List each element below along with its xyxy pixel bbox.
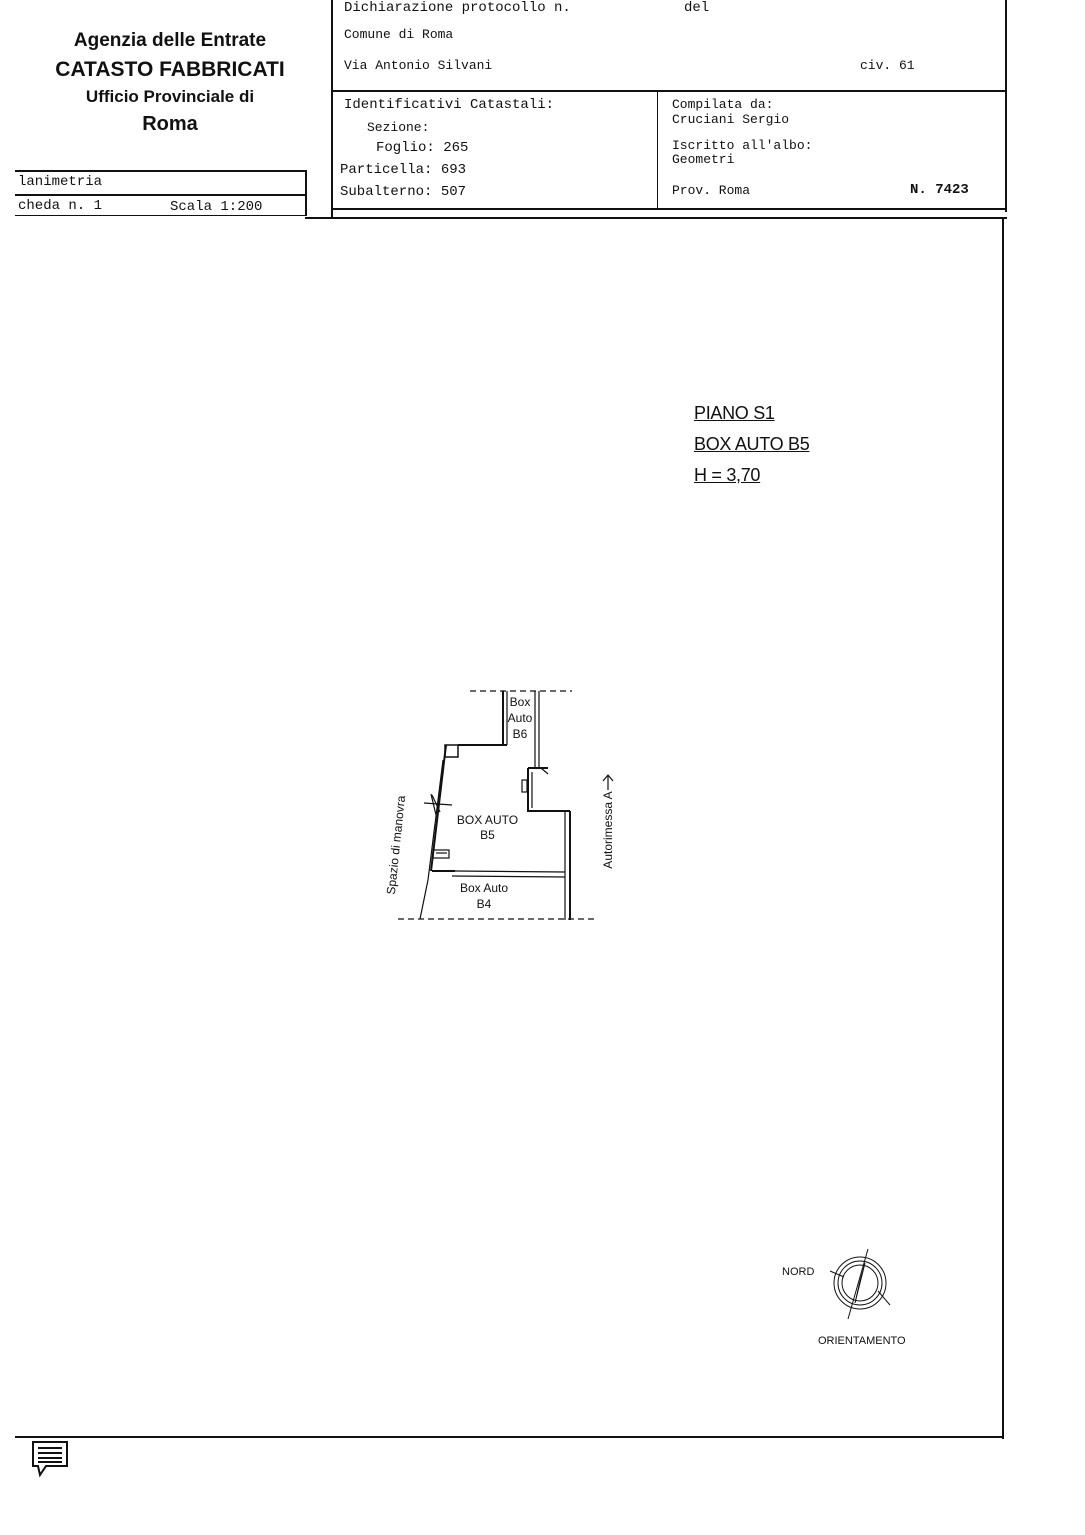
sezione-label: Sezione: [367, 120, 430, 135]
height-label: H = 3,70 [694, 465, 761, 485]
box6-line1: Box [509, 695, 531, 709]
frame-bottom-rule [15, 1436, 1004, 1438]
catasto-title: CATASTO FABBRICATI [55, 58, 285, 81]
city-label: Roma [142, 113, 198, 135]
box6-line3: B6 [512, 727, 528, 741]
header-divider [331, 90, 1007, 92]
albo-label: Geometri [672, 152, 735, 167]
subalterno-label: Subalterno: 507 [340, 184, 467, 200]
comune-label: Comune di Roma [344, 27, 454, 42]
planimetria-label: lanimetria [18, 174, 103, 190]
via-label: Via Antonio Silvani [344, 58, 493, 73]
particella-label: Particella: 693 [340, 162, 467, 178]
north-arrow-icon [829, 1248, 891, 1320]
ident-bottom-rule [331, 208, 1007, 210]
box-title: BOX AUTO B5 [694, 434, 810, 454]
civ-label: civ. 61 [860, 58, 915, 73]
compilata-name: Cruciani Sergio [672, 112, 790, 127]
scala-label: Scala 1:200 [170, 199, 263, 215]
iscritto-label: Iscritto all'albo: [672, 138, 813, 153]
frame-right-rule [1002, 217, 1004, 1439]
prov-label: Prov. Roma [672, 183, 751, 198]
dichiarazione-label: Dichiarazione protocollo n. [344, 0, 571, 16]
compilata-label: Compilata da: [672, 97, 774, 112]
agency-name: Agenzia delle Entrate [73, 30, 267, 51]
ufficio-label: Ufficio Provinciale di [85, 87, 255, 106]
planimetria-top-rule [15, 170, 306, 172]
ident-right-rule [1005, 92, 1007, 212]
box6-line2: Auto [507, 711, 533, 725]
planimetria-mid-rule [15, 194, 306, 196]
box4-line2: B4 [476, 897, 492, 911]
ident-mid-rule [657, 92, 658, 210]
del-label: del [684, 0, 710, 16]
box5-line2: B5 [480, 828, 495, 842]
orientamento-label: ORIENTAMENTO [818, 1335, 906, 1347]
numero-label: N. 7423 [910, 182, 969, 198]
box4-line1: Box Auto [459, 881, 509, 895]
piano-label: PIANO S1 [694, 403, 775, 423]
ident-title: Identificativi Catastali: [344, 97, 555, 113]
nord-label: NORD [782, 1266, 815, 1278]
autorimessa-label: Autorimessa A [601, 791, 615, 869]
box5-line1: BOX AUTO [456, 813, 519, 827]
document-note-icon [32, 1441, 68, 1478]
scheda-label: cheda n. 1 [18, 198, 103, 214]
header-right-border [1005, 0, 1007, 92]
planimetria-right-rule [305, 170, 307, 216]
frame-top-rule [305, 217, 1007, 219]
foglio-label: Foglio: 265 [376, 140, 469, 156]
planimetria-bottom-rule [15, 215, 306, 216]
header-left-border [331, 0, 333, 218]
